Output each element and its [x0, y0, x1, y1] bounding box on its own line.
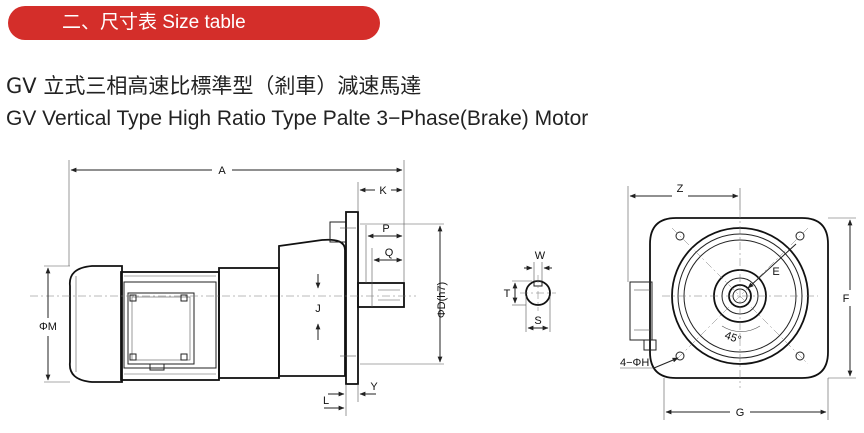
- shaft-key-detail: W T S: [504, 250, 556, 332]
- dim-label-e: E: [772, 266, 779, 278]
- dim-label-q: Q: [385, 247, 394, 259]
- dim-label-z: Z: [677, 183, 684, 195]
- dim-label-l: L: [323, 395, 329, 407]
- dim-label-d: ΦD(h7): [436, 282, 448, 318]
- dim-label-g: G: [736, 407, 745, 419]
- dim-label-h: 4−ΦH: [620, 357, 649, 369]
- front-view-dimensions: Z E F G 4−ΦH: [620, 183, 856, 420]
- title-chinese: GV 立式三相高速比標準型（剎車）減速馬達: [6, 74, 422, 98]
- dim-label-p: P: [382, 223, 389, 235]
- side-view: [30, 211, 416, 385]
- dim-label-j: J: [315, 303, 321, 315]
- dim-label-a: A: [218, 165, 226, 177]
- dim-label-f: F: [843, 293, 850, 305]
- dim-label-w: W: [535, 250, 546, 262]
- dim-label-k: K: [379, 185, 387, 197]
- dim-label-m: ΦM: [39, 321, 57, 333]
- section-banner: 二、尺寸表 Size table: [8, 6, 380, 40]
- dim-label-t: T: [504, 288, 511, 300]
- angle-label: 45°: [723, 330, 743, 347]
- side-view-dimensions: A K P Q ΦD(h7) J ΦM L Y: [39, 160, 448, 416]
- dim-label-s: S: [534, 315, 541, 327]
- front-view: 45°: [629, 210, 829, 388]
- dim-label-y: Y: [370, 381, 378, 393]
- title-english: GV Vertical Type High Ratio Type Palte 3…: [6, 107, 589, 130]
